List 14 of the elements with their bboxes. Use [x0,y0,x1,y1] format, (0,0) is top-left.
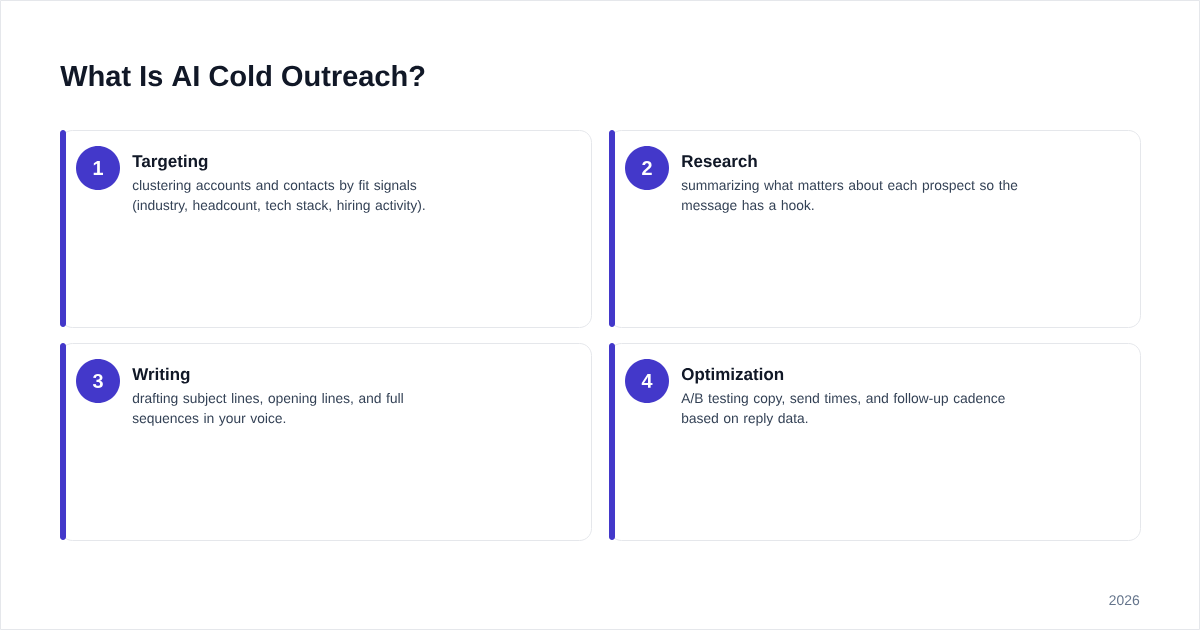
number-badge: 3 [76,359,120,403]
card-title: Targeting [132,154,208,171]
number-badge: 4 [625,359,669,403]
title: What Is AI Cold Outreach? [60,65,425,87]
card-title: Optimization [681,367,784,384]
card-title: Research [682,154,757,168]
year-label: 2026 [1109,595,1140,606]
card-description: A/B testing copy, send times, and follow-up cadence based on reply data. [681,393,1005,426]
card-title: Writing [132,367,190,384]
card-description: clustering accounts and contacts by fit signals (industry, headcount, tech stack, hiring activity). [132,180,425,213]
number-badge: 1 [76,146,120,190]
number-badge: 2 [625,146,669,190]
card-description: summarizing what matters about each prospect so the message has a hook. [681,180,1018,213]
card-description: drafting subject lines, opening lines, and full sequences in your voice. [132,393,403,426]
